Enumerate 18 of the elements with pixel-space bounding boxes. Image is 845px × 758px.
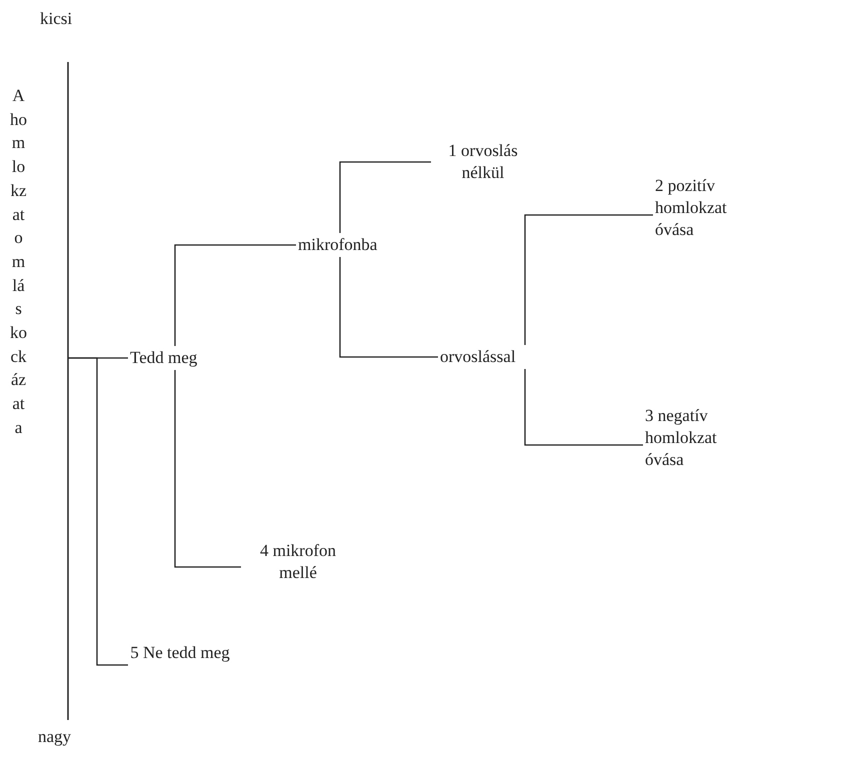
connector-line [524, 369, 643, 446]
node-text: mikrofonba [298, 234, 408, 256]
node-text: 1 orvoslás nélkül [433, 140, 533, 184]
connector-line [339, 257, 438, 358]
node-text: Tedd meg [130, 347, 230, 369]
connector-line [174, 370, 241, 568]
connector-line [68, 357, 128, 666]
node-text: orvoslással [440, 346, 565, 368]
node-text: 3 negatív homlokzat óvása [645, 405, 745, 471]
axis-end-label: nagy [38, 726, 72, 748]
node-text: 4 mikrofon mellé [243, 540, 353, 584]
node-text: 2 pozitív homlokzat óvása [655, 175, 755, 241]
axis-title: A homlokzatomlás kockázata [10, 85, 27, 439]
connector-line [524, 214, 653, 345]
connector-line [339, 161, 431, 233]
node-text: 5 Ne tedd meg [130, 642, 230, 664]
axis-end-label: kicsi [40, 8, 72, 30]
connector-line [174, 244, 296, 346]
